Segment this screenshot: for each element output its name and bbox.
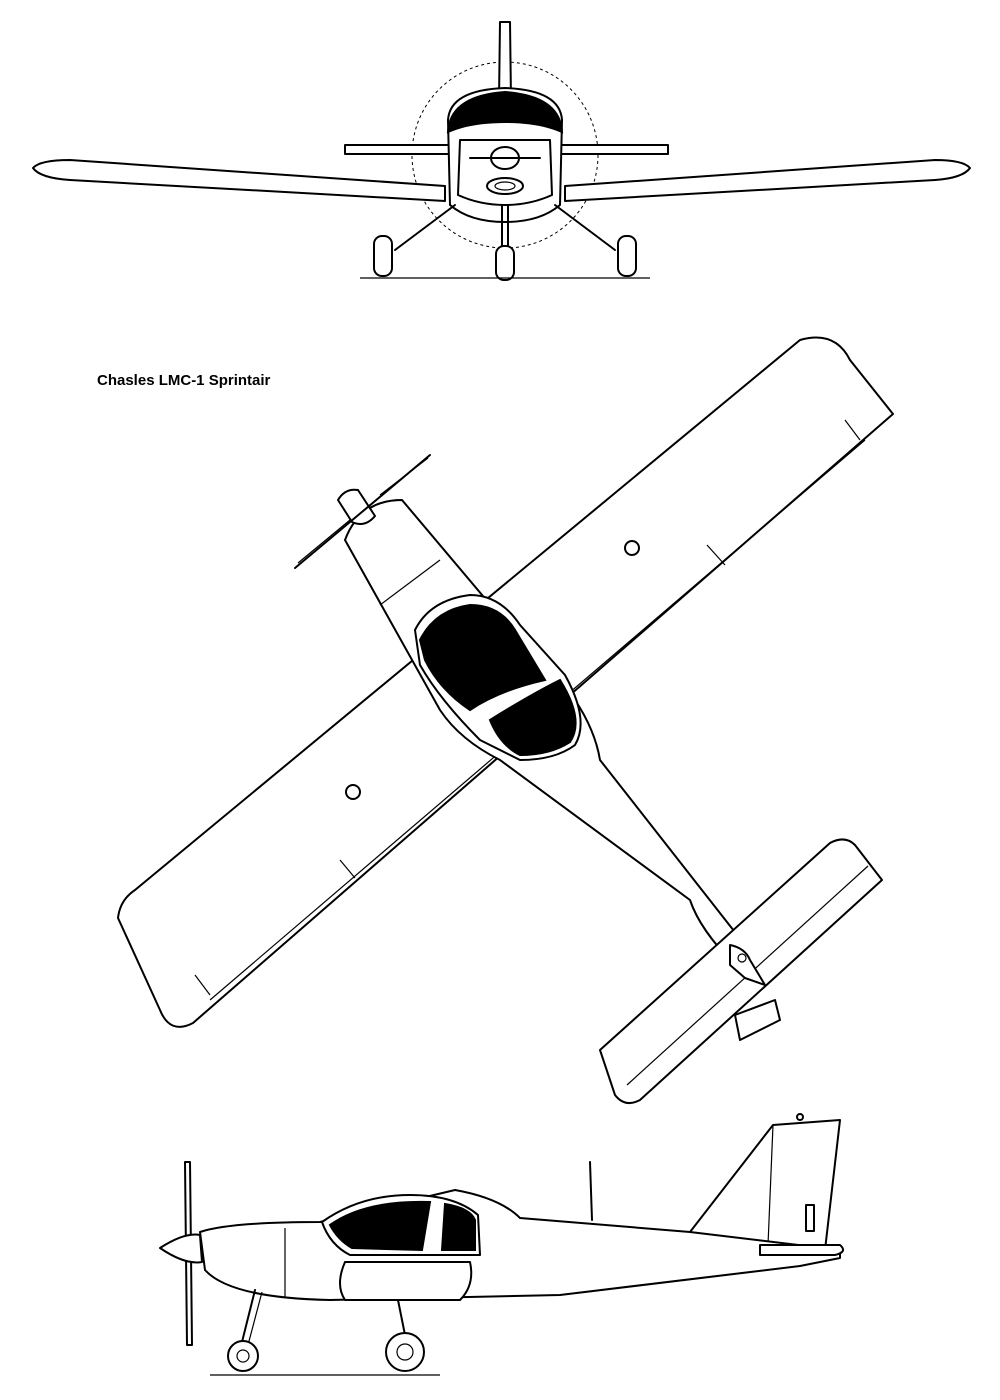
side-main-wheel [385, 1332, 425, 1372]
front-cowling [457, 139, 553, 206]
side-canopy-rear [440, 1202, 476, 1251]
side-stabilizer [759, 1244, 845, 1256]
front-left-strut [394, 204, 456, 251]
side-fin [689, 1119, 841, 1251]
front-right-wheel [617, 235, 637, 277]
front-air-intake [486, 177, 524, 195]
front-right-strut [554, 204, 616, 251]
front-nose-strut [501, 204, 509, 251]
side-nose-strut [239, 1289, 256, 1351]
top-canopy-rear [488, 678, 577, 757]
drawing-title: Chasles LMC-1 Sprintair [97, 372, 271, 389]
side-canopy-front [328, 1200, 432, 1252]
front-canopy [446, 90, 564, 134]
side-wing-root [339, 1261, 473, 1301]
side-spinner [159, 1233, 203, 1264]
front-left-wheel [373, 235, 393, 277]
side-main-strut [397, 1299, 406, 1336]
front-right-wing [564, 159, 971, 202]
top-right-wing-marker [624, 540, 640, 556]
top-spinner [337, 488, 376, 525]
top-trim-tab [734, 999, 781, 1041]
side-rudder-tab [805, 1204, 815, 1232]
side-nose-wheel [227, 1340, 259, 1372]
front-left-wing [32, 159, 446, 202]
top-canopy-front [418, 603, 547, 712]
side-antenna [589, 1161, 593, 1221]
front-view [32, 21, 971, 281]
top-left-wing-marker [345, 784, 361, 800]
side-view [159, 1113, 845, 1376]
front-nose-wheel [495, 245, 515, 281]
top-view [117, 336, 894, 1105]
